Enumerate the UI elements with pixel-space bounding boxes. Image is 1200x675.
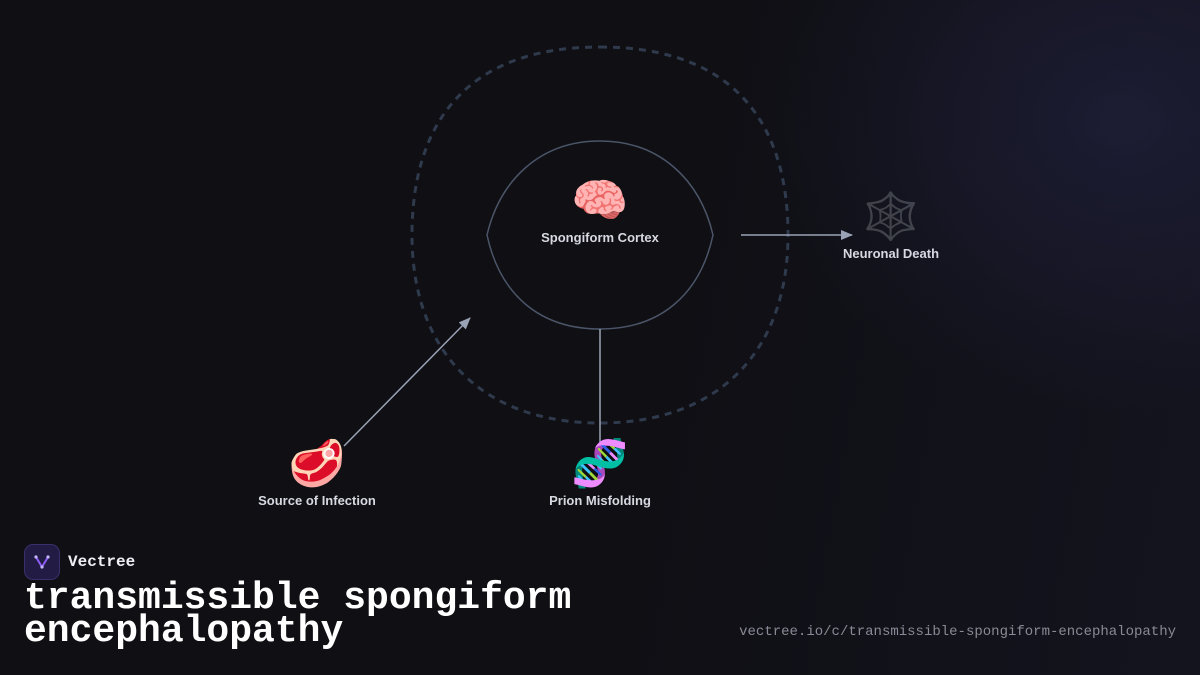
edge-infection-to-cortex (343, 317, 471, 447)
node-source-of-infection: 🥩 Source of Infection (258, 437, 376, 508)
page-title: transmissible spongiform encephalopathy (24, 577, 572, 653)
node-neuronal-death: 🕸️ Neuronal Death (843, 190, 939, 261)
spiderweb-icon: 🕸️ (862, 190, 920, 242)
cortex-boundary (486, 140, 714, 330)
outer-boundary (410, 45, 790, 425)
node-label: Prion Misfolding (549, 493, 651, 508)
page-url[interactable]: vectree.io/c/transmissible-spongiform-en… (739, 624, 1176, 640)
brand-name: Vectree (68, 553, 136, 571)
node-label: Spongiform Cortex (541, 230, 659, 245)
brand: Vectree (24, 544, 135, 580)
brain-icon: 🧠 (571, 174, 629, 226)
dna-icon: 🧬 (571, 437, 629, 489)
vectree-logo-icon (24, 544, 60, 580)
node-spongiform-cortex: 🧠 Spongiform Cortex (541, 174, 659, 245)
node-prion-misfolding: 🧬 Prion Misfolding (549, 437, 651, 508)
node-label: Source of Infection (258, 493, 376, 508)
node-label: Neuronal Death (842, 246, 940, 261)
meat-icon: 🥩 (288, 437, 346, 489)
